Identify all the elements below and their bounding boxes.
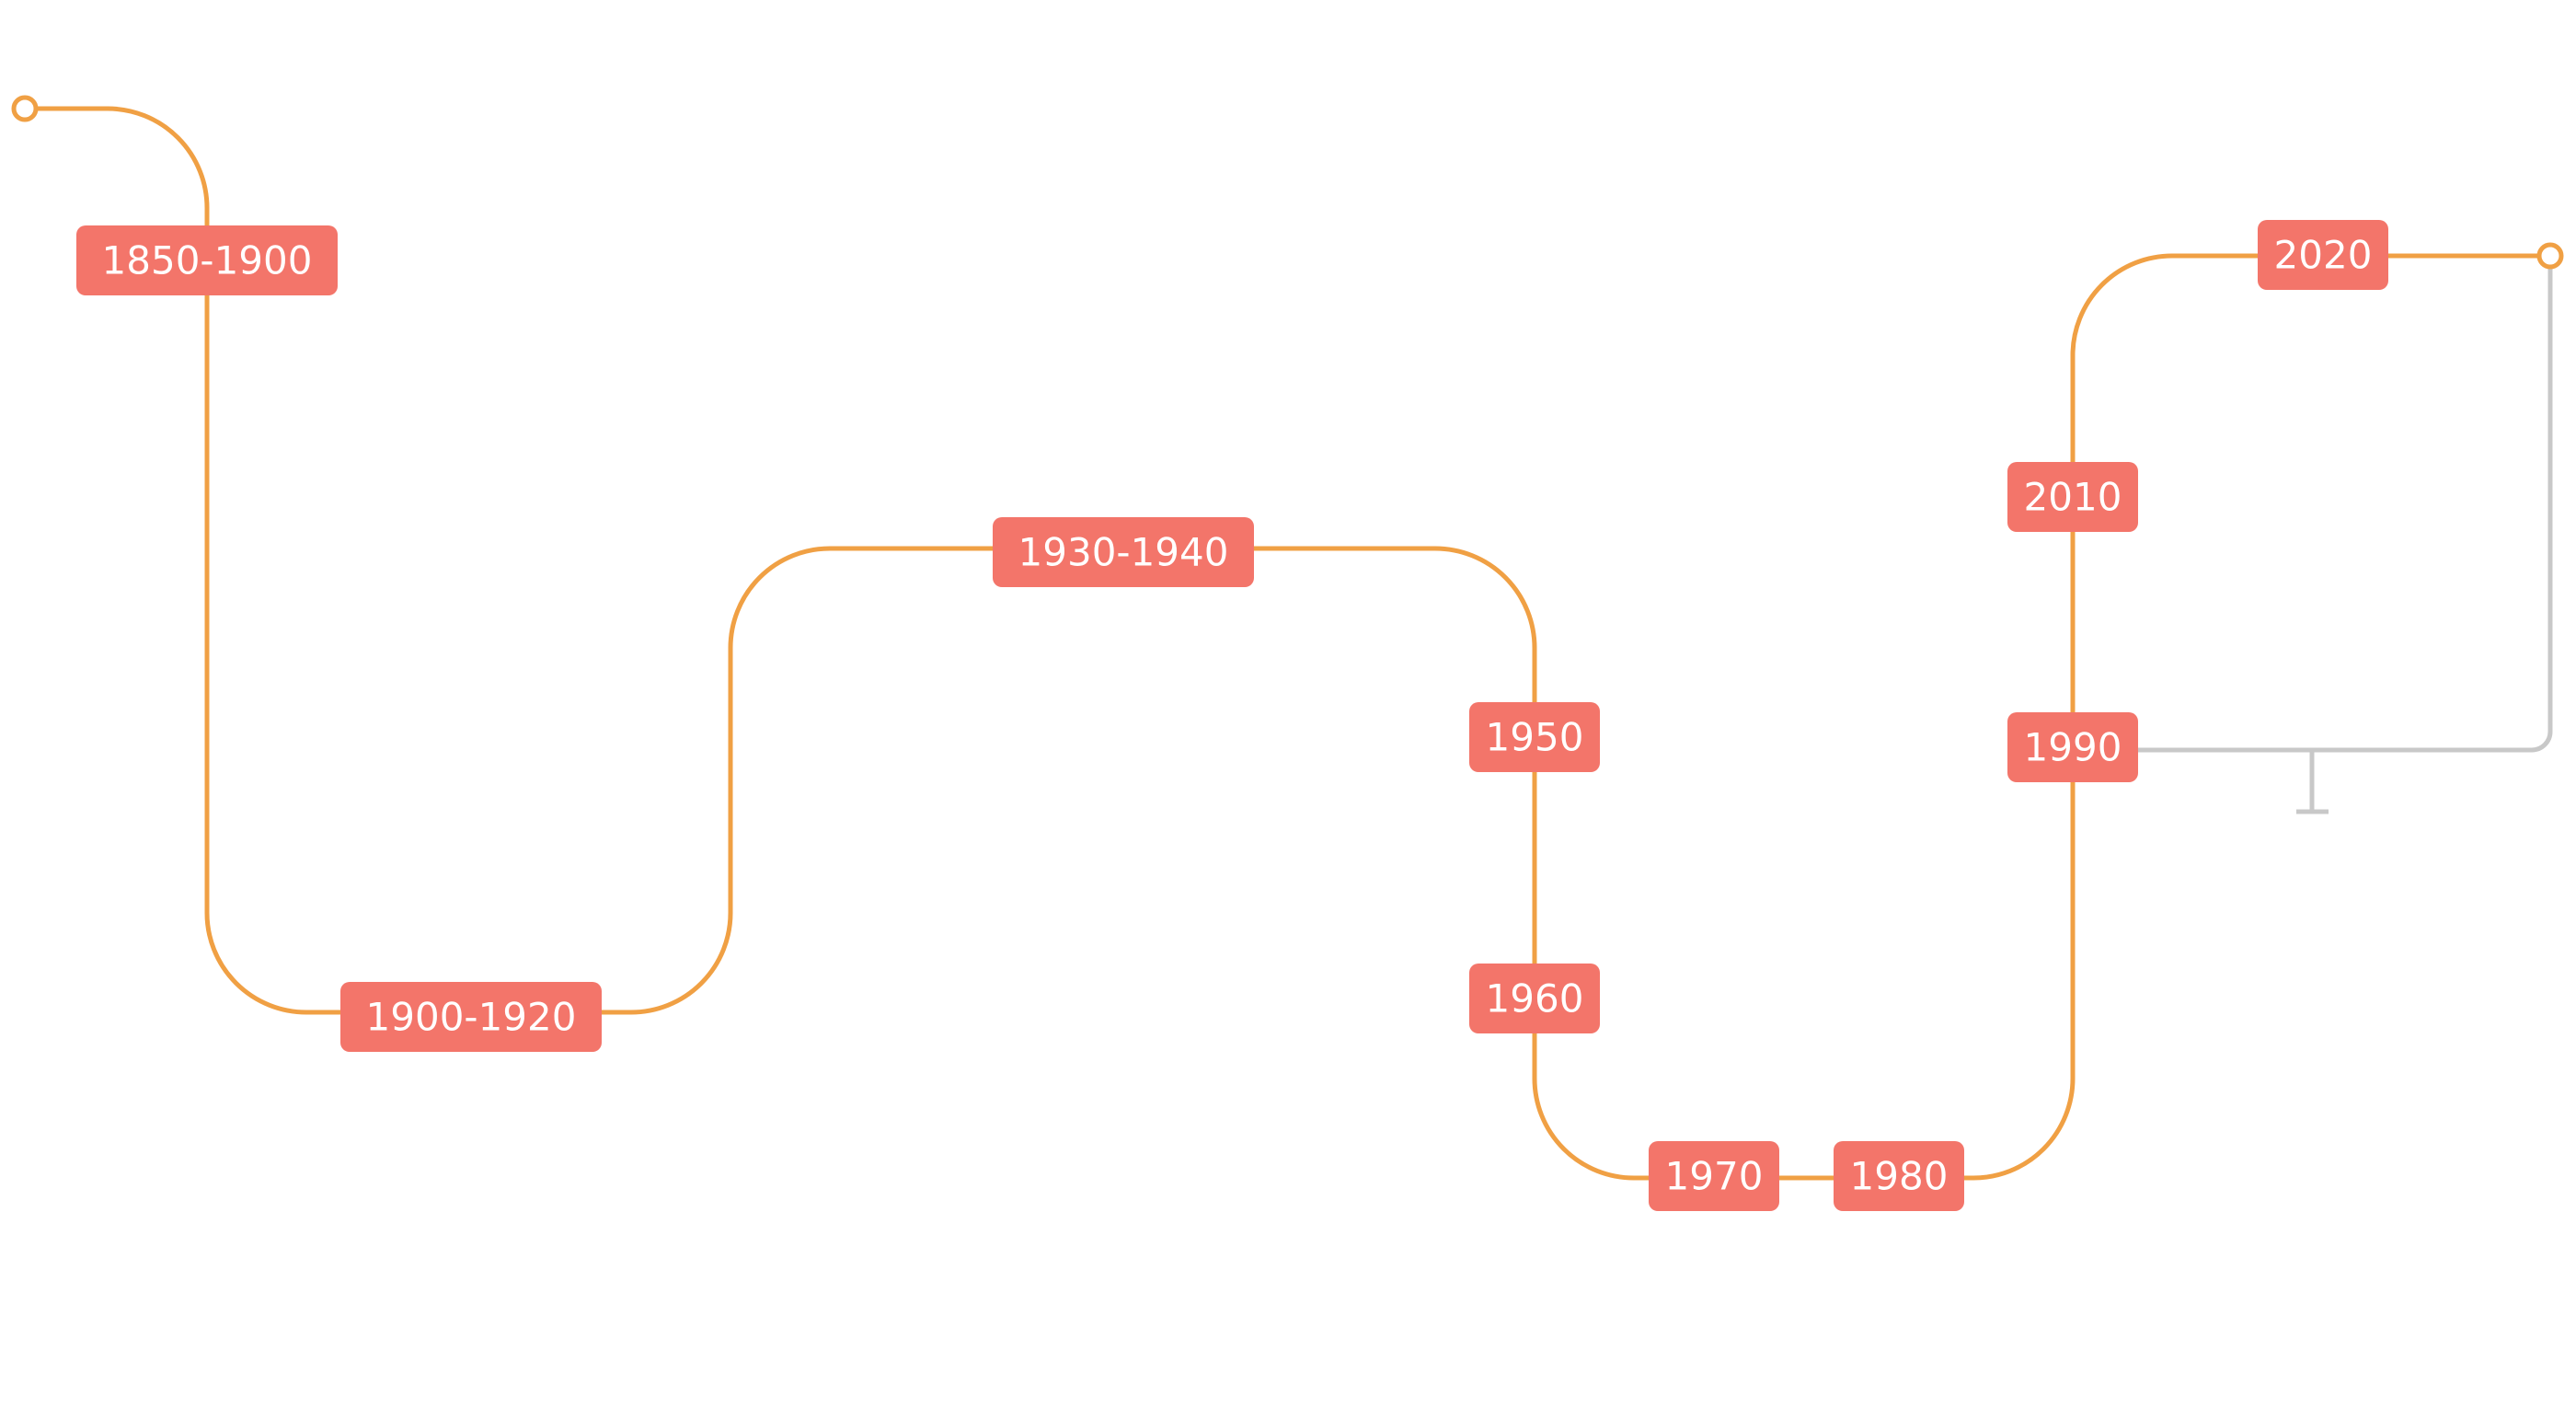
- stop-label: 1960: [1486, 976, 1584, 1021]
- stop-2020: 2020: [2258, 220, 2388, 290]
- branch-end-stub: [2296, 750, 2329, 814]
- timeline-branch-line: [2070, 253, 2553, 753]
- stop-1900-1920: 1900-1920: [340, 982, 602, 1052]
- stop-label: 1900-1920: [366, 995, 577, 1040]
- line-start-terminal: [11, 95, 39, 122]
- stop-label: 1980: [1850, 1154, 1949, 1199]
- stop-label: 1850-1900: [102, 238, 313, 283]
- stop-1960: 1960: [1469, 964, 1600, 1033]
- stop-badge: [1834, 1141, 1964, 1211]
- stop-1980: 1980: [1834, 1141, 1964, 1211]
- stop-label: 1950: [1486, 715, 1584, 760]
- stop-badge: [1469, 964, 1600, 1033]
- stop-label: 1990: [2024, 725, 2122, 770]
- stop-badge: [1469, 702, 1600, 772]
- stop-1990: 1990: [2007, 712, 2138, 782]
- stop-1930-1940: 1930-1940: [993, 517, 1254, 587]
- stop-badge: [2258, 220, 2388, 290]
- stop-label: 2020: [2274, 233, 2373, 278]
- stop-badge: [2007, 462, 2138, 532]
- stop-badge: [2007, 712, 2138, 782]
- stop-1970: 1970: [1649, 1141, 1779, 1211]
- stop-1850-1900: 1850-1900: [76, 225, 338, 295]
- stop-2010: 2010: [2007, 462, 2138, 532]
- stop-badge: [1649, 1141, 1779, 1211]
- stop-badge: [340, 982, 602, 1052]
- stop-label: 1930-1940: [1018, 530, 1229, 575]
- stop-label: 2010: [2024, 475, 2122, 520]
- stop-1950: 1950: [1469, 702, 1600, 772]
- stop-badge: [76, 225, 338, 295]
- stop-badge: [993, 517, 1254, 587]
- line-end-terminal: [2536, 242, 2564, 270]
- stop-label: 1970: [1665, 1154, 1764, 1199]
